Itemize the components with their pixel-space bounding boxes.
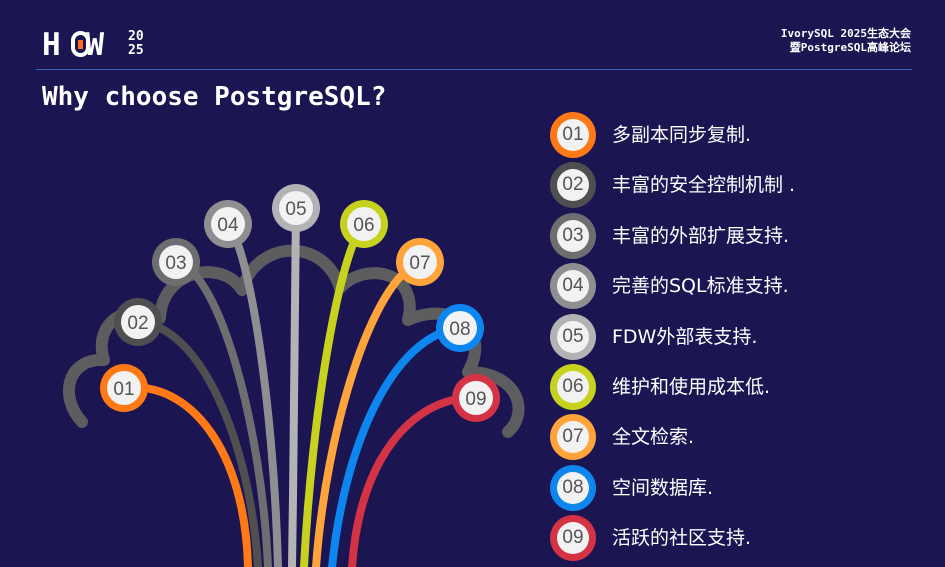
feature-text: 全文检索.	[612, 426, 695, 449]
feature-tree-graphic: 01 02 03 04 05 06 07 08 09	[62, 184, 525, 567]
tree-stem-01	[120, 383, 252, 567]
header-divider	[36, 69, 912, 70]
number-badge: 06	[550, 364, 596, 410]
logo-text: HOW	[42, 27, 108, 63]
feature-item-02: 02 丰富的安全控制机制 .	[550, 162, 910, 210]
tree-node-label: 06	[353, 215, 374, 236]
page-title: Why choose PostgreSQL?	[42, 82, 387, 112]
feature-text: 丰富的安全控制机制 .	[612, 174, 796, 197]
number-badge: 01	[550, 112, 596, 158]
feature-item-08: 08 空间数据库.	[550, 464, 910, 513]
tree-nodes: 01 02 03 04 05 06 07 08 09	[100, 184, 500, 422]
number-badge-label: 05	[557, 320, 589, 353]
number-badge: 05	[550, 313, 596, 360]
tree-node-inner	[443, 311, 477, 345]
feature-item-04: 04 完善的SQL标准支持.	[550, 263, 910, 311]
tree-node-inner	[279, 191, 313, 225]
feature-item-03: 03 丰富的外部扩展支持.	[550, 212, 910, 261]
feature-item-06: 06 维护和使用成本低.	[550, 364, 910, 412]
tree-node-label: 07	[409, 253, 430, 274]
number-badge-label: 03	[557, 219, 589, 252]
number-badge-label: 07	[557, 421, 589, 454]
tree-node-inner	[347, 207, 381, 241]
tree-node-label: 04	[217, 215, 239, 236]
number-badge: 02	[550, 162, 596, 209]
tree-node-inner	[459, 381, 493, 415]
tree-node-label: 09	[465, 389, 486, 410]
tree-node-inner	[159, 245, 193, 279]
tree-node-inner	[107, 371, 141, 405]
logo-o-mark-icon	[71, 31, 90, 57]
number-badge-label: 06	[557, 371, 589, 403]
feature-item-05: 05 FDW外部表支持.	[550, 313, 910, 362]
number-badge-label: 04	[557, 270, 589, 303]
number-badge-label: 02	[557, 169, 589, 202]
number-badge: 04	[550, 263, 596, 310]
tree-node-inner	[211, 207, 245, 241]
number-badge: 08	[550, 464, 596, 511]
number-badge-label: 09	[557, 522, 589, 555]
number-badge: 09	[550, 515, 596, 562]
tree-node-inner	[403, 245, 437, 279]
tree-node-label: 05	[285, 199, 306, 220]
feature-item-01: 01 多副本同步复制.	[550, 112, 910, 160]
number-badge-label: 01	[557, 119, 589, 151]
tree-node-label: 08	[449, 319, 470, 340]
event-line-1: IvorySQL 2025生态大会	[780, 27, 911, 40]
tree-node-inner	[121, 305, 155, 339]
feature-text: 空间数据库.	[612, 476, 714, 499]
event-name: IvorySQL 2025生态大会 暨PostgreSQL高峰论坛	[781, 27, 911, 55]
feature-text: 活跃的社区支持.	[612, 527, 752, 550]
feature-text: FDW外部表支持.	[612, 325, 758, 348]
tree-stem-05	[288, 204, 300, 567]
number-badge-label: 08	[557, 471, 589, 504]
number-badge: 07	[550, 414, 596, 461]
number-badge: 03	[550, 212, 596, 259]
feature-item-09: 09 活跃的社区支持.	[550, 515, 910, 563]
feature-text: 完善的SQL标准支持.	[612, 275, 789, 298]
feature-text: 多副本同步复制.	[612, 124, 752, 146]
tree-node-label: 03	[165, 253, 186, 274]
tree-node-label: 02	[127, 313, 148, 334]
tree-node-label: 01	[113, 379, 134, 400]
feature-text: 丰富的外部扩展支持.	[612, 224, 790, 247]
feature-item-07: 07 全文检索.	[550, 414, 910, 462]
tree-stem-08	[328, 324, 464, 567]
tree-stem-02	[134, 318, 262, 567]
feature-text: 维护和使用成本低.	[612, 376, 771, 398]
event-line-2: 暨PostgreSQL高峰论坛	[789, 41, 911, 54]
